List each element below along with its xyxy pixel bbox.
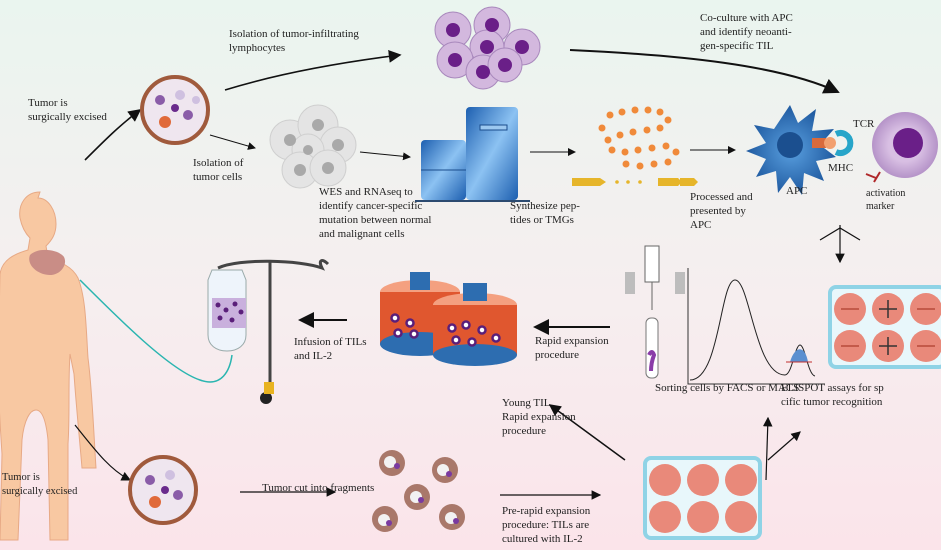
label-young-til-1: Young TIL <box>502 397 551 409</box>
label-pre-rapid-2: procedure: TILs are <box>502 519 589 531</box>
well <box>687 464 719 496</box>
label-tumor-excised-bottom-2: surgically excised <box>2 486 78 497</box>
well <box>649 464 681 496</box>
label-sorting: Sorting cells by FACS or MACS <box>655 382 799 394</box>
label-infusion-2: and IL-2 <box>294 350 332 362</box>
label-tcr: TCR <box>853 118 875 130</box>
label-tumor-cut: Tumor cut into fragments <box>262 482 374 494</box>
label-elispot-1: ELISPOT assays for sp <box>781 382 884 394</box>
label-young-til-2: Rapid expansion <box>502 411 576 423</box>
label-pre-rapid-3: cultured with IL-2 <box>502 533 583 545</box>
label-wes-3: mutation between normal <box>319 214 431 226</box>
liver-icon <box>29 249 66 275</box>
label-coculture-3: gen-specific TIL <box>700 40 774 52</box>
label-apc: APC <box>786 185 807 197</box>
label-isolation-tumor-1: Isolation of <box>193 157 244 169</box>
iv-tube <box>79 279 233 383</box>
label-coculture-1: Co-culture with APC <box>700 12 793 24</box>
diagram-labels: Isolation of tumor-infiltrating lymphocy… <box>2 12 905 545</box>
label-young-til-3: procedure <box>502 425 546 437</box>
tcr-icon <box>834 130 854 156</box>
label-isolation-tumor-2: tumor cells <box>193 171 242 183</box>
iv-stand <box>217 259 330 404</box>
well <box>687 501 719 533</box>
elispot-plate <box>828 285 941 369</box>
til-cell <box>865 112 938 183</box>
label-tumor-excised-bottom-1: Tumor is <box>2 472 40 483</box>
label-synthesize-1: Synthesize pep- <box>510 200 580 212</box>
flow-arrows <box>74 49 861 500</box>
culture-flasks <box>380 272 517 366</box>
label-processed-2: presented by <box>690 205 746 217</box>
facs-sorter <box>625 245 685 379</box>
label-pre-rapid-1: Pre-rapid expansion <box>502 505 591 517</box>
tumor-cells <box>269 104 357 189</box>
infusion-bag <box>207 269 247 352</box>
label-isolation-til-2: lymphocytes <box>229 42 285 54</box>
label-processed-1: Processed and <box>690 191 753 203</box>
label-wes-2: identify cancer-specific <box>319 200 422 212</box>
label-activation-1: activation <box>866 188 905 199</box>
peptide-chain <box>598 106 680 170</box>
apc-cell <box>746 105 854 195</box>
tumor-tissue-bottom <box>128 455 198 525</box>
tmg-construct <box>572 178 698 186</box>
label-synthesize-2: tides or TMGs <box>510 214 574 226</box>
tumor-fragments <box>372 450 465 532</box>
peptide-antigen-icon <box>824 137 836 149</box>
well <box>649 501 681 533</box>
culture-plate-6-well <box>643 456 762 540</box>
label-activation-2: marker <box>866 201 895 212</box>
sequencer-machine <box>415 107 530 202</box>
label-elispot-2: cific tumor recognition <box>781 396 883 408</box>
label-rapid-expansion-1: Rapid expansion <box>535 335 609 347</box>
label-tumor-excised-top-2: surgically excised <box>28 111 107 123</box>
label-coculture-2: and identify neoanti- <box>700 26 792 38</box>
label-wes-1: WES and RNAseq to <box>319 186 413 198</box>
well <box>725 501 757 533</box>
mhc-icon <box>812 138 826 148</box>
label-tumor-excised-top-1: Tumor is <box>28 97 68 109</box>
label-wes-4: and malignant cells <box>319 228 405 240</box>
lymphocyte-cluster <box>434 6 541 90</box>
label-infusion-1: Infusion of TILs <box>294 336 367 348</box>
label-isolation-til-1: Isolation of tumor-infiltrating <box>229 28 359 40</box>
label-rapid-expansion-2: procedure <box>535 349 579 361</box>
tumor-tissue-top <box>140 75 210 145</box>
label-processed-3: APC <box>690 219 711 231</box>
activation-marker-icon <box>865 171 881 183</box>
label-mhc: MHC <box>828 162 853 174</box>
facs-histogram <box>687 268 825 385</box>
well <box>725 464 757 496</box>
human-body <box>0 191 97 541</box>
